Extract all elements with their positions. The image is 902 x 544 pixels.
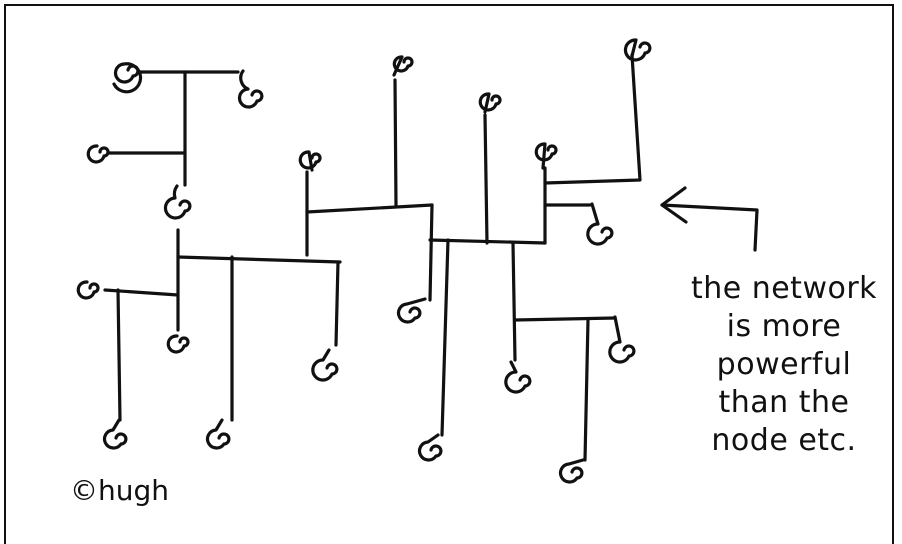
edge (307, 205, 432, 212)
edge (430, 205, 432, 300)
caption-line: node etc. (684, 422, 884, 460)
caption-line: than the (684, 384, 884, 422)
caption-line: powerful (684, 346, 884, 384)
caption-text: the network is more powerful than the no… (684, 270, 884, 460)
edge (515, 318, 615, 320)
node-spiral (561, 460, 583, 482)
network-nodes (78, 40, 650, 482)
edge (395, 80, 396, 205)
node-spiral (165, 186, 189, 218)
artist-signature: ©hugh (70, 474, 169, 507)
network-edges (105, 55, 640, 460)
node-spiral (168, 336, 188, 352)
node-spiral (78, 282, 98, 298)
node-spiral (240, 71, 262, 107)
edge (178, 257, 340, 262)
edge (513, 243, 515, 360)
arrow-icon (662, 188, 757, 250)
node-spiral (88, 146, 108, 162)
node-spiral (208, 420, 229, 448)
node-spiral (506, 362, 530, 392)
node-spiral (588, 204, 612, 244)
caption-line: is more (684, 308, 884, 346)
edge (105, 290, 178, 295)
node-spiral (610, 317, 634, 362)
node-spiral (300, 152, 320, 170)
node-spiral (394, 57, 412, 75)
node-spiral (480, 94, 500, 112)
node-spiral (399, 299, 425, 322)
caption-line: the network (684, 270, 884, 308)
edge (442, 240, 448, 435)
node-spiral (420, 435, 441, 460)
node-spiral (313, 350, 337, 380)
node-spiral (105, 420, 126, 448)
node-spiral (114, 64, 141, 92)
node-spiral (536, 144, 556, 168)
edge (118, 290, 120, 420)
edge (585, 320, 588, 460)
edge (336, 262, 338, 345)
edge (545, 55, 640, 183)
node-spiral (625, 40, 649, 60)
edge (485, 115, 487, 243)
